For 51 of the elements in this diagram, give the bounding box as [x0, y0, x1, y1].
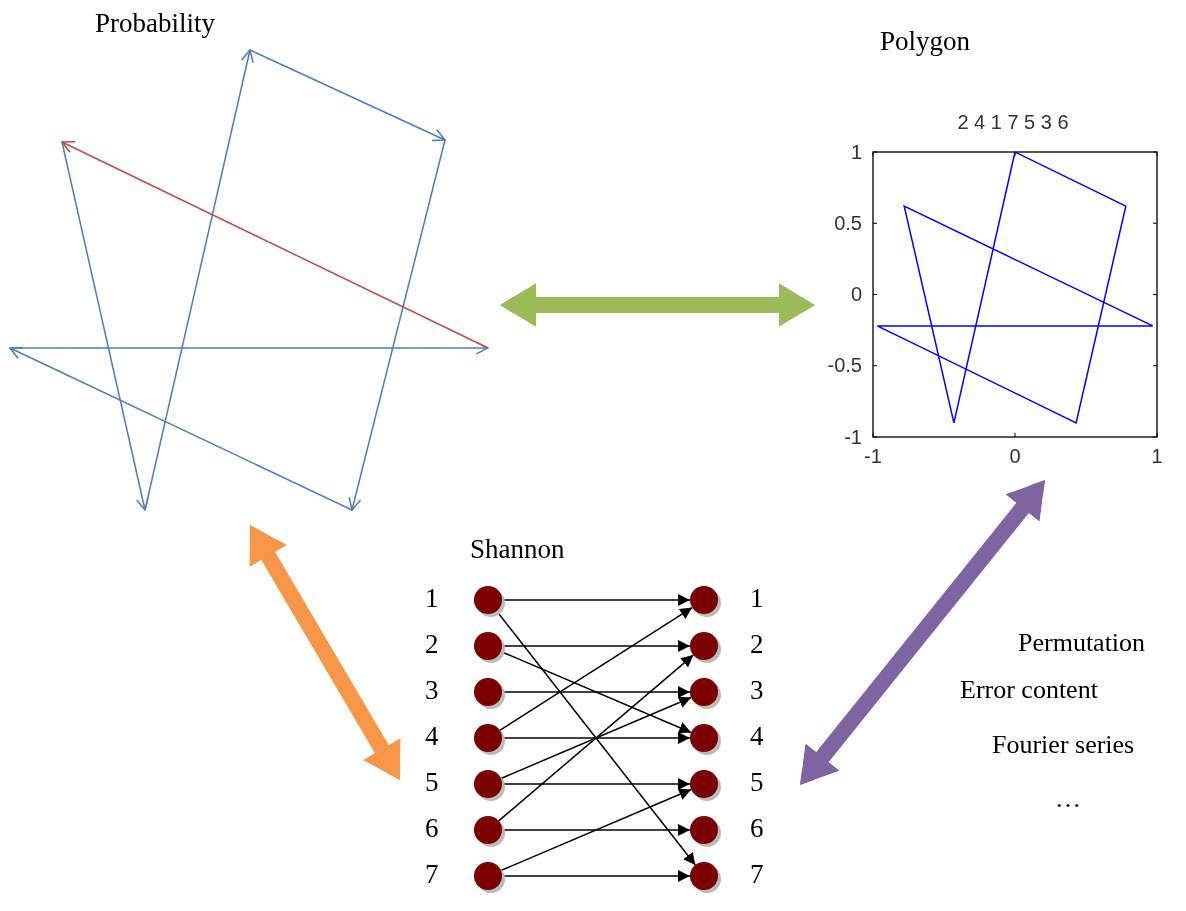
tick-label: 0.5	[834, 213, 862, 233]
tick-label: 1	[1151, 446, 1163, 466]
double-arrow	[249, 525, 401, 780]
panel-title: Shannon	[470, 536, 565, 563]
node-number: 3	[425, 677, 439, 704]
tick-label: -0.5	[827, 355, 862, 375]
note-text: …	[1055, 786, 1081, 812]
node-number: 4	[750, 723, 764, 750]
tick-label: 1	[850, 142, 862, 162]
node-number: 1	[425, 585, 439, 612]
node-circle	[690, 862, 718, 890]
node-number: 6	[750, 815, 764, 842]
node-circle	[690, 816, 718, 844]
node-circle	[474, 678, 502, 706]
node-number: 4	[425, 723, 439, 750]
arrow	[500, 788, 692, 872]
node-circle	[690, 678, 718, 706]
node-number: 7	[425, 861, 439, 888]
tick-label: -1	[864, 446, 882, 466]
node-number: 5	[425, 769, 439, 796]
panel-title: Probability	[95, 10, 215, 37]
arrow	[497, 654, 695, 822]
node-circle	[690, 770, 718, 798]
arrow	[500, 696, 692, 780]
double-arrow	[500, 283, 815, 327]
node-circle	[690, 586, 718, 614]
node-circle	[474, 862, 502, 890]
node-number: 5	[750, 769, 764, 796]
double-arrow	[800, 480, 1045, 785]
node-number: 2	[425, 631, 439, 658]
node-circle	[690, 632, 718, 660]
note-text: Fourier series	[992, 732, 1135, 758]
node-number: 1	[750, 585, 764, 612]
node-circle	[474, 770, 502, 798]
node-circle	[690, 724, 718, 752]
tick-label: -1	[844, 427, 862, 447]
panel-title: Polygon	[880, 28, 971, 55]
node-number: 7	[750, 861, 764, 888]
node-circle	[474, 816, 502, 844]
arrow	[499, 606, 693, 732]
node-number: 6	[425, 815, 439, 842]
node-circle	[474, 724, 502, 752]
node-circle	[474, 586, 502, 614]
plot-title: 2 4 1 7 5 3 6	[957, 112, 1069, 132]
node-number: 3	[750, 677, 764, 704]
node-circle	[474, 632, 502, 660]
node-number: 2	[750, 631, 764, 658]
note-text: Permutation	[1018, 630, 1146, 656]
tick-label: 0	[1009, 446, 1021, 466]
tick-label: 0	[850, 284, 862, 304]
note-text: Error content	[960, 677, 1098, 703]
